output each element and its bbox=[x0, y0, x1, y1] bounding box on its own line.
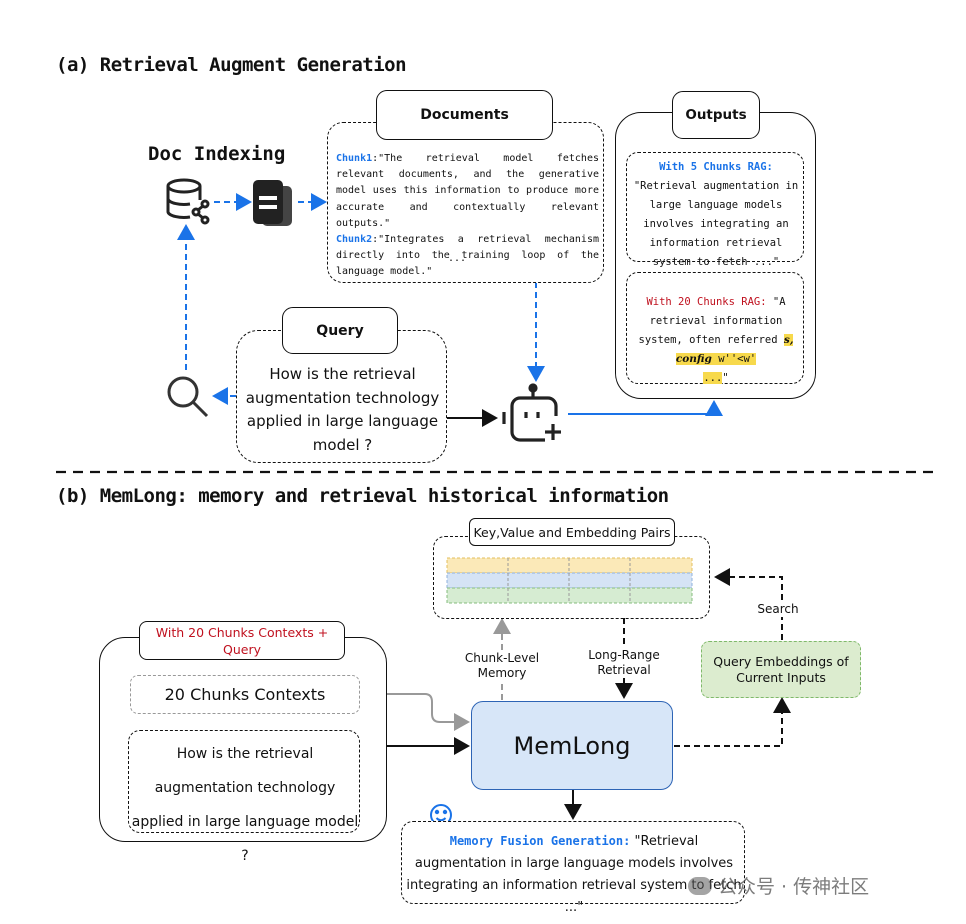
kv-box bbox=[433, 536, 710, 619]
bad-output-close: " bbox=[722, 372, 729, 384]
chunk2-label: Chunk2 bbox=[336, 234, 373, 246]
kv-table bbox=[446, 557, 693, 604]
input-context-header: With 20 Chunks Contexts + Query bbox=[139, 621, 345, 660]
long-range-retrieval-label: Long-Range Retrieval bbox=[588, 648, 660, 678]
generation-label: Memory Fusion Generation: bbox=[449, 834, 631, 848]
memlong-block: MemLong bbox=[471, 701, 673, 790]
wechat-icon bbox=[688, 877, 712, 895]
outputs-header: Outputs bbox=[672, 91, 760, 139]
bad-output-text: "A retrieval information system, often r… bbox=[638, 296, 786, 346]
query-header: Query bbox=[282, 307, 398, 354]
chunks-contexts-box: 20 Chunks Contexts bbox=[130, 675, 360, 714]
generation-smile-icon bbox=[430, 804, 452, 826]
part-b-title: (b) MemLong: memory and retrieval histor… bbox=[56, 485, 669, 507]
chunk1-label: Chunk1 bbox=[336, 153, 373, 164]
watermark: 公众号 · 传神社区 bbox=[688, 872, 869, 899]
watermark-text: 公众号 · 传神社区 bbox=[718, 876, 870, 898]
chunk2-text: :"Integrates a retrieval mechanism direc… bbox=[336, 234, 599, 278]
kv-header: Key,Value and Embedding Pairs bbox=[469, 518, 675, 546]
documents-box: Chunk1:"The retrieval model fetches rele… bbox=[327, 122, 604, 283]
bot-plus-icon bbox=[502, 383, 561, 442]
query-embeddings-box: Query Embeddings of Current Inputs bbox=[701, 641, 861, 698]
good-output-box: With 5 Chunks RAG: "Retrieval augmentati… bbox=[626, 152, 804, 268]
input-query-box: How is the retrieval augmentation techno… bbox=[128, 730, 360, 864]
search-label: Search bbox=[752, 602, 804, 617]
bad-output-box: With 20 Chunks RAG: "A retrieval informa… bbox=[626, 272, 804, 384]
bad-output-ellipsis: ... bbox=[703, 372, 723, 384]
good-output-label: With 5 Chunks RAG: bbox=[659, 161, 773, 173]
bad-output-garbled-tail: w''<w' bbox=[711, 353, 757, 365]
input-query-text: How is the retrieval augmentation techno… bbox=[131, 746, 359, 864]
chunk-level-memory-label: Chunk-Level Memory bbox=[462, 651, 542, 681]
documents-ellipsis: ... bbox=[448, 253, 467, 264]
database-share-icon bbox=[166, 178, 210, 225]
chunk1-text: :"The retrieval model fetches relevant d… bbox=[336, 153, 599, 229]
doc-indexing-label: Doc Indexing bbox=[148, 143, 286, 165]
documents-header: Documents bbox=[376, 90, 553, 140]
search-icon bbox=[167, 376, 209, 418]
query-text: How is the retrieval augmentation techno… bbox=[245, 365, 440, 454]
part-a-title: (a) Retrieval Augment Generation bbox=[56, 54, 407, 76]
generation-text: "Retrieval augmentation in large languag… bbox=[406, 834, 742, 915]
good-output-text: "Retrieval augmentation in large languag… bbox=[633, 180, 799, 268]
bad-output-label: With 20 Chunks RAG: bbox=[646, 296, 767, 308]
generation-output-box: Memory Fusion Generation: "Retrieval aug… bbox=[401, 821, 745, 915]
document-stack-icon bbox=[253, 180, 292, 226]
